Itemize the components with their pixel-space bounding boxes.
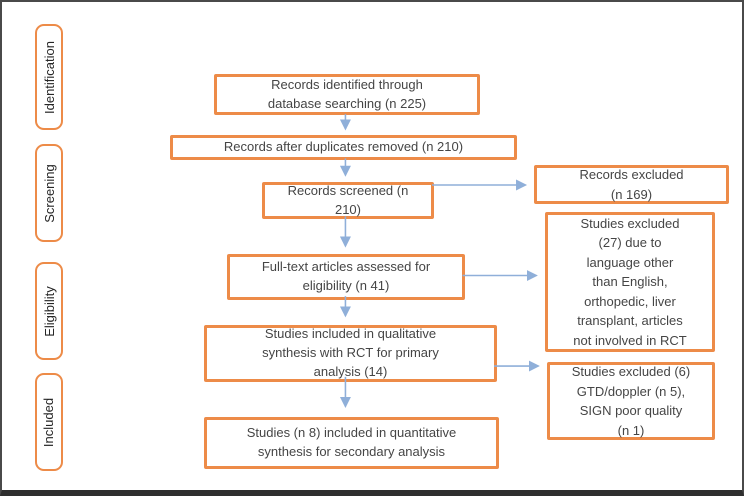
box-records-excluded: Records excluded (n 169)	[534, 165, 729, 204]
stage-screening: Screening	[35, 144, 63, 242]
box-records-identified: Records identified through database sear…	[214, 74, 480, 115]
stage-screening-label: Screening	[41, 163, 57, 223]
stage-eligibility: Eligibility	[35, 262, 63, 360]
box-fulltext-assessed: Full-text articles assessed for eligibil…	[227, 254, 465, 300]
box-studies-excluded-27: Studies excluded (27) due to language ot…	[545, 212, 715, 352]
box-records-screened: Records screened (n 210)	[262, 182, 434, 219]
stage-identification-label: Identification	[41, 40, 57, 114]
stage-included: Included	[35, 373, 63, 471]
box-studies-excluded-6: Studies excluded (6) GTD/doppler (n 5), …	[547, 362, 715, 440]
stage-eligibility-label: Eligibility	[41, 285, 57, 337]
box-duplicates-removed: Records after duplicates removed (n 210)	[170, 135, 517, 160]
box-quantitative-synthesis: Studies (n 8) included in quantitative s…	[204, 417, 499, 469]
stage-included-label: Included	[41, 397, 57, 447]
stage-identification: Identification	[35, 24, 63, 130]
box-qualitative-synthesis: Studies included in qualitative synthesi…	[204, 325, 497, 382]
